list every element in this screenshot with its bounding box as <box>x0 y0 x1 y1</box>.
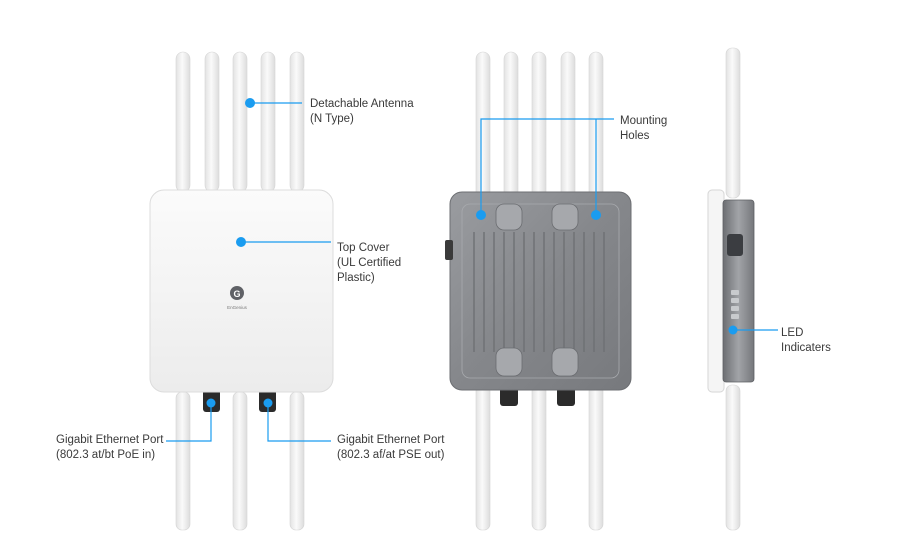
label-line: Top Cover <box>337 242 390 254</box>
label-line: Gigabit Ethernet Port <box>56 434 164 446</box>
mounting-boss <box>551 347 579 377</box>
callout-dot-icon <box>245 98 255 108</box>
callout-dot-icon <box>236 237 246 247</box>
callout-dot-icon <box>263 398 273 408</box>
callout-mounting-holes <box>476 118 614 220</box>
callout-dot-icon <box>591 210 601 220</box>
callout-dot-icon <box>728 325 738 335</box>
antenna <box>588 384 604 531</box>
side-latch <box>445 240 453 260</box>
label-line: Mounting <box>620 115 668 127</box>
callout-led <box>728 325 778 335</box>
front-bottom-antennas <box>175 391 305 531</box>
front-top-antennas <box>175 51 305 193</box>
label-top-cover: Top Cover (UL Certified Plastic) <box>337 241 401 286</box>
callout-top-cover <box>236 237 331 247</box>
side-antenna-bottom <box>725 384 741 531</box>
engenius-logo: G EnGenius <box>227 286 248 310</box>
back-plate <box>449 191 632 391</box>
label-line: Detachable Antenna <box>310 98 414 110</box>
back-view <box>445 51 632 531</box>
antenna <box>232 391 248 531</box>
antenna <box>204 51 220 193</box>
antenna <box>531 51 547 203</box>
antenna <box>175 51 191 193</box>
label-line: (802.3 at/bt PoE in) <box>56 449 156 461</box>
back-plate-inner <box>461 203 620 379</box>
label-line: Plastic) <box>337 272 375 284</box>
mounting-boss <box>495 347 523 377</box>
mounting-boss <box>495 203 523 231</box>
callout-antenna <box>245 98 302 108</box>
side-cover-edge <box>707 189 725 393</box>
label-port-in: Gigabit Ethernet Port (802.3 at/bt PoE i… <box>56 433 163 463</box>
heat-sink-fins <box>473 232 605 352</box>
callout-port-out <box>263 398 331 442</box>
label-led-indicators: LED Indicaters <box>781 326 831 356</box>
label-line: (UL Certified <box>337 257 402 269</box>
antenna <box>289 391 305 531</box>
callout-dot-icon <box>476 210 486 220</box>
led-indicators <box>731 290 739 319</box>
logo-letter: G <box>233 289 240 299</box>
back-top-antennas <box>475 51 604 203</box>
side-port <box>727 234 743 256</box>
label-line: Holes <box>620 130 650 142</box>
label-port-out: Gigabit Ethernet Port (802.3 af/at PSE o… <box>337 433 444 463</box>
side-antenna-top <box>725 47 741 199</box>
antenna <box>531 384 547 531</box>
antenna <box>175 391 191 531</box>
antenna <box>560 51 576 203</box>
label-mounting-holes: Mounting Holes <box>620 114 667 144</box>
antenna <box>475 384 491 531</box>
back-bottom-antennas <box>475 384 604 531</box>
label-line: Gigabit Ethernet Port <box>337 434 445 446</box>
antenna <box>260 51 276 193</box>
callout-port-in <box>166 398 216 442</box>
label-line: (802.3 af/at PSE out) <box>337 449 445 461</box>
antenna <box>232 51 248 193</box>
label-line: (N Type) <box>310 113 354 125</box>
antenna <box>475 51 491 203</box>
mounting-bosses <box>495 203 579 377</box>
logo-text: EnGenius <box>227 305 248 310</box>
label-line: Indicaters <box>781 342 831 354</box>
front-view: G EnGenius <box>149 51 334 531</box>
mounting-boss <box>551 203 579 231</box>
callout-dot-icon <box>206 398 216 408</box>
label-line: LED <box>781 327 804 339</box>
antenna <box>289 51 305 193</box>
label-detachable-antenna: Detachable Antenna (N Type) <box>310 97 414 127</box>
antenna <box>503 51 519 203</box>
side-view <box>707 47 778 531</box>
